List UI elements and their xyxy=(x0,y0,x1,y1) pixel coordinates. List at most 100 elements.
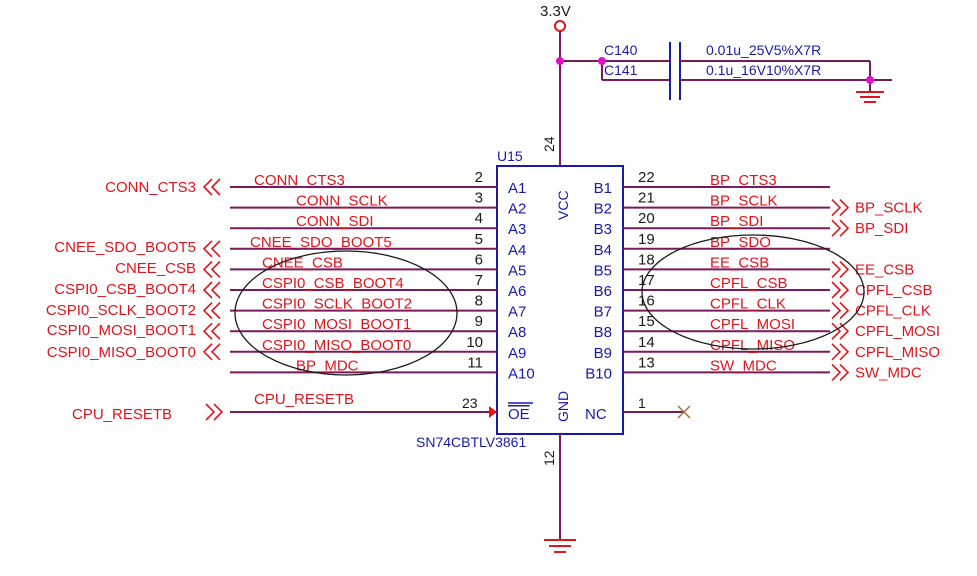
net-label: CONN_SDI xyxy=(296,213,374,230)
gnd-pin-number: 12 xyxy=(541,450,557,466)
port-arrow-icon xyxy=(831,363,850,381)
net-label: BP_CTS3 xyxy=(710,172,777,189)
annotation-ellipse-right xyxy=(641,234,865,350)
pin-number: 15 xyxy=(638,313,655,330)
net-label: CSPI0_CSB_BOOT4 xyxy=(262,275,404,292)
cap-value: 0.01u_25V5%X7R xyxy=(706,42,821,58)
off-sheet-port: BP_SCLK xyxy=(855,200,923,217)
port-arrow-icon xyxy=(831,219,850,237)
port-arrow-icon xyxy=(202,240,221,258)
chip-ref: U15 xyxy=(497,148,523,164)
port-arrow-icon xyxy=(831,199,850,217)
pin-number: 8 xyxy=(475,293,483,310)
pin-name: B10 xyxy=(585,365,612,382)
off-sheet-port: CSPI0_SCLK_BOOT2 xyxy=(46,302,196,319)
pin-number: 10 xyxy=(466,334,483,351)
pin-name: A2 xyxy=(508,201,526,218)
net-label: BP_SDI xyxy=(710,213,763,230)
power-section: 3.3V C140 C141 0.01u_25V5%X7R 0.1u_16V10… xyxy=(540,3,892,166)
junction-dot xyxy=(556,57,564,65)
chip-vcc-label: VCC xyxy=(555,190,571,220)
pin-number: 2 xyxy=(475,169,483,186)
net-label: EE_CSB xyxy=(710,254,769,271)
oe-net-label: CPU_RESETB xyxy=(254,391,354,408)
pin-name: A5 xyxy=(508,262,526,279)
ground-symbol xyxy=(856,91,884,103)
left-pin-a2: 3A2 CONN_SCLK xyxy=(230,190,526,218)
off-sheet-port: CNEE_CSB xyxy=(115,260,196,277)
oe-port-label: CPU_RESETB xyxy=(72,406,172,423)
pin-number: 3 xyxy=(475,190,483,207)
pin-number: 4 xyxy=(475,210,483,227)
chip-ground xyxy=(544,434,576,553)
left-pins: 2A1CONN_CTS3CONN_CTS33A2CONN_SCLK4A3CONN… xyxy=(46,169,535,382)
vcc-pin-number: 24 xyxy=(541,136,557,152)
pin-number: 9 xyxy=(475,313,483,330)
pin-name: A1 xyxy=(508,180,526,197)
cap-value: 0.1u_16V10%X7R xyxy=(706,62,821,78)
pin-name: B8 xyxy=(594,324,612,341)
cap-ref: C140 xyxy=(604,42,638,58)
off-sheet-port: CSPI0_MISO_BOOT0 xyxy=(47,344,196,361)
chip-body xyxy=(496,165,624,435)
net-label: CNEE_CSB xyxy=(262,254,343,271)
off-sheet-port: CSPI0_CSB_BOOT4 xyxy=(54,281,196,298)
net-label: BP_SDO xyxy=(710,234,771,251)
net-label: CPFL_CLK xyxy=(710,296,786,313)
off-sheet-port: SW_MDC xyxy=(855,364,922,381)
pin-name: B5 xyxy=(594,262,612,279)
chip-u15: U15 SN74CBTLV3861 VCC GND 24 12 xyxy=(416,136,624,466)
oe-inversion-arrow xyxy=(489,406,497,418)
pin-name: B9 xyxy=(594,345,612,362)
port-arrow-icon xyxy=(202,178,221,196)
cap-ref: C141 xyxy=(604,62,638,78)
pin-name: A8 xyxy=(508,324,526,341)
power-symbol xyxy=(554,20,566,32)
pin-number: 18 xyxy=(638,251,655,268)
pin-name: B3 xyxy=(594,221,612,238)
pin-name: A10 xyxy=(508,365,535,382)
pin-number: 22 xyxy=(638,169,655,186)
junction-dot xyxy=(866,76,874,84)
oe-pin-group: CPU_RESETB 23 OE CPU_RESETB xyxy=(72,391,533,423)
off-sheet-port: BP_SDI xyxy=(855,220,908,237)
pin-number: 20 xyxy=(638,210,655,227)
pin-number: 21 xyxy=(638,190,655,207)
pin-name: B7 xyxy=(594,304,612,321)
pin-name: B1 xyxy=(594,180,612,197)
ground-symbol xyxy=(544,539,576,553)
port-arrow-icon xyxy=(202,302,221,320)
net-label: SW_MDC xyxy=(710,357,777,374)
pin-number: 19 xyxy=(638,231,655,248)
pin-number: 7 xyxy=(475,272,483,289)
pin-name: B6 xyxy=(594,283,612,300)
port-arrow-icon xyxy=(202,260,221,278)
off-sheet-port: CSPI0_MOSI_BOOT1 xyxy=(47,322,196,339)
port-arrow-icon xyxy=(202,343,221,361)
port-arrow-icon xyxy=(831,343,850,361)
nc-pin-number: 1 xyxy=(638,395,646,411)
oe-pin-number: 23 xyxy=(462,395,478,411)
net-label: CSPI0_SCLK_BOOT2 xyxy=(262,296,412,313)
net-label: CONN_SCLK xyxy=(296,193,388,210)
off-sheet-port: CPFL_CLK xyxy=(855,303,931,320)
pin-name: A4 xyxy=(508,242,526,259)
nc-pin-group: 1 NC xyxy=(585,395,691,423)
off-sheet-port: CNEE_SDO_BOOT5 xyxy=(54,239,196,256)
port-arrow-icon xyxy=(202,281,221,299)
net-label: CNEE_SDO_BOOT5 xyxy=(250,234,392,251)
port-arrow-icon xyxy=(202,322,221,340)
